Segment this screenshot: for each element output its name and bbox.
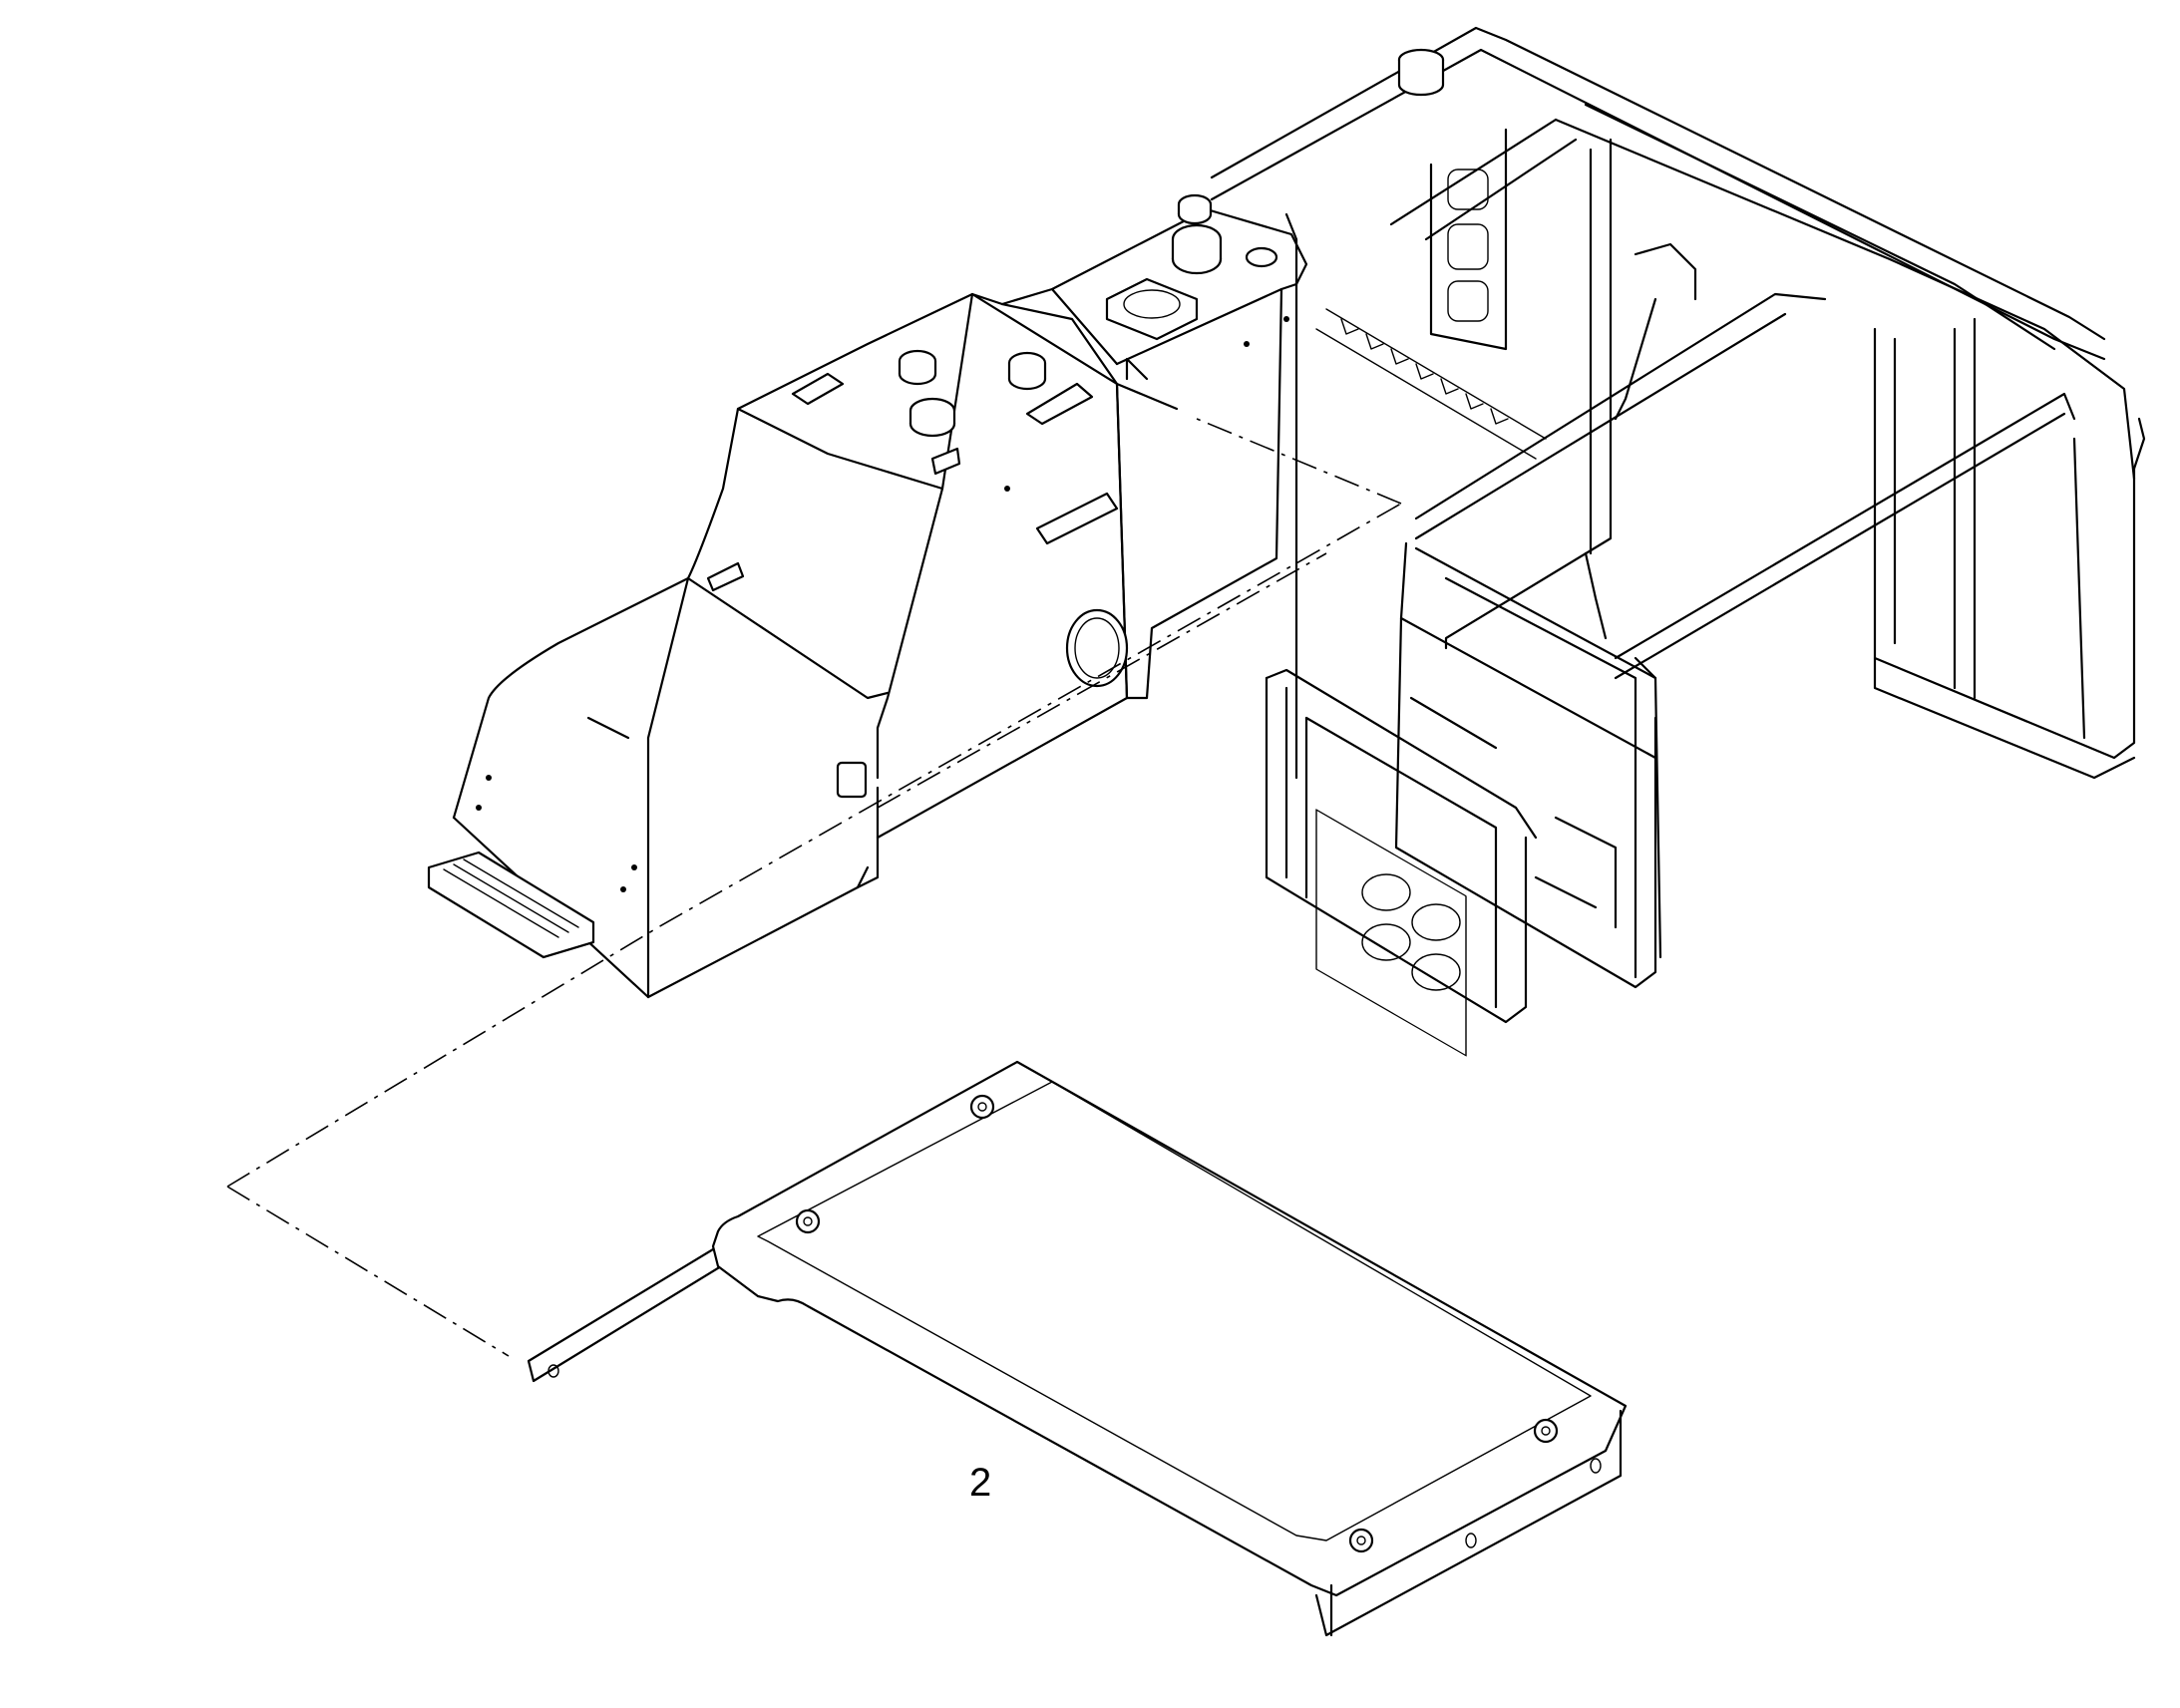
step-tread [427, 851, 595, 959]
round-cover [1065, 608, 1129, 688]
filler-cap [1177, 193, 1213, 225]
filler-cap [1171, 223, 1223, 275]
filler-cap [908, 397, 956, 438]
filler-cap [1007, 351, 1047, 391]
chassis-frame [1210, 26, 2146, 989]
inspection-ring [1105, 277, 1199, 341]
filler-cap [898, 349, 937, 386]
tank-body-assembly [427, 193, 1308, 999]
filler-cap [1245, 246, 1278, 268]
front-subframe [1265, 616, 1657, 1057]
cover-plate-part [527, 1060, 1628, 1637]
assembly-guide-lines [226, 418, 1402, 1357]
callout-label: 2 [969, 1461, 991, 1505]
